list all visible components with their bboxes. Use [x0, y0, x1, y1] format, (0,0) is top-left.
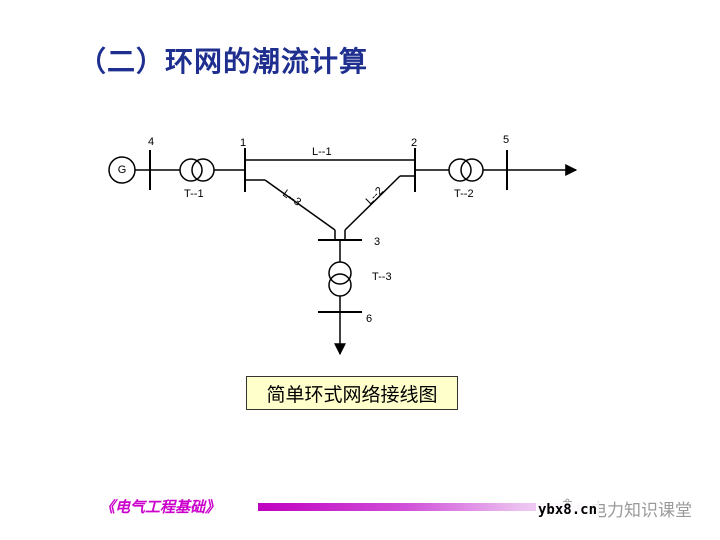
watermark-text: 电力知识课堂	[590, 501, 692, 521]
line-l1-label: L--1	[312, 146, 332, 158]
transformer-t1-label: T--1	[184, 188, 204, 200]
node-6-label: 6	[366, 313, 372, 325]
node-3-label: 3	[374, 236, 380, 248]
node-4-label: 4	[148, 136, 154, 148]
transformer-t3-label: T--3	[372, 271, 392, 283]
node-2-label: 2	[411, 137, 417, 149]
line-l2-label: L--2	[364, 185, 386, 207]
line-l3	[264, 179, 336, 231]
transformer-t3	[328, 261, 352, 297]
footer-gradient-bar	[258, 503, 586, 511]
line-l2	[344, 175, 401, 231]
transformer-t1	[179, 158, 215, 182]
node-1-label: 1	[240, 137, 246, 149]
transformer-t2-label: T--2	[454, 188, 474, 200]
diagram-caption: 简单环式网络接线图	[246, 376, 458, 410]
watermark-url: ybx8.cn	[536, 502, 600, 518]
generator-label: G	[118, 164, 127, 176]
node-5-label: 5	[503, 134, 509, 146]
transformer-t2	[448, 158, 484, 182]
course-title: 《电气工程基础》	[100, 498, 221, 516]
generator: G	[108, 156, 136, 184]
slide-title: （二）环网的潮流计算	[78, 45, 369, 78]
